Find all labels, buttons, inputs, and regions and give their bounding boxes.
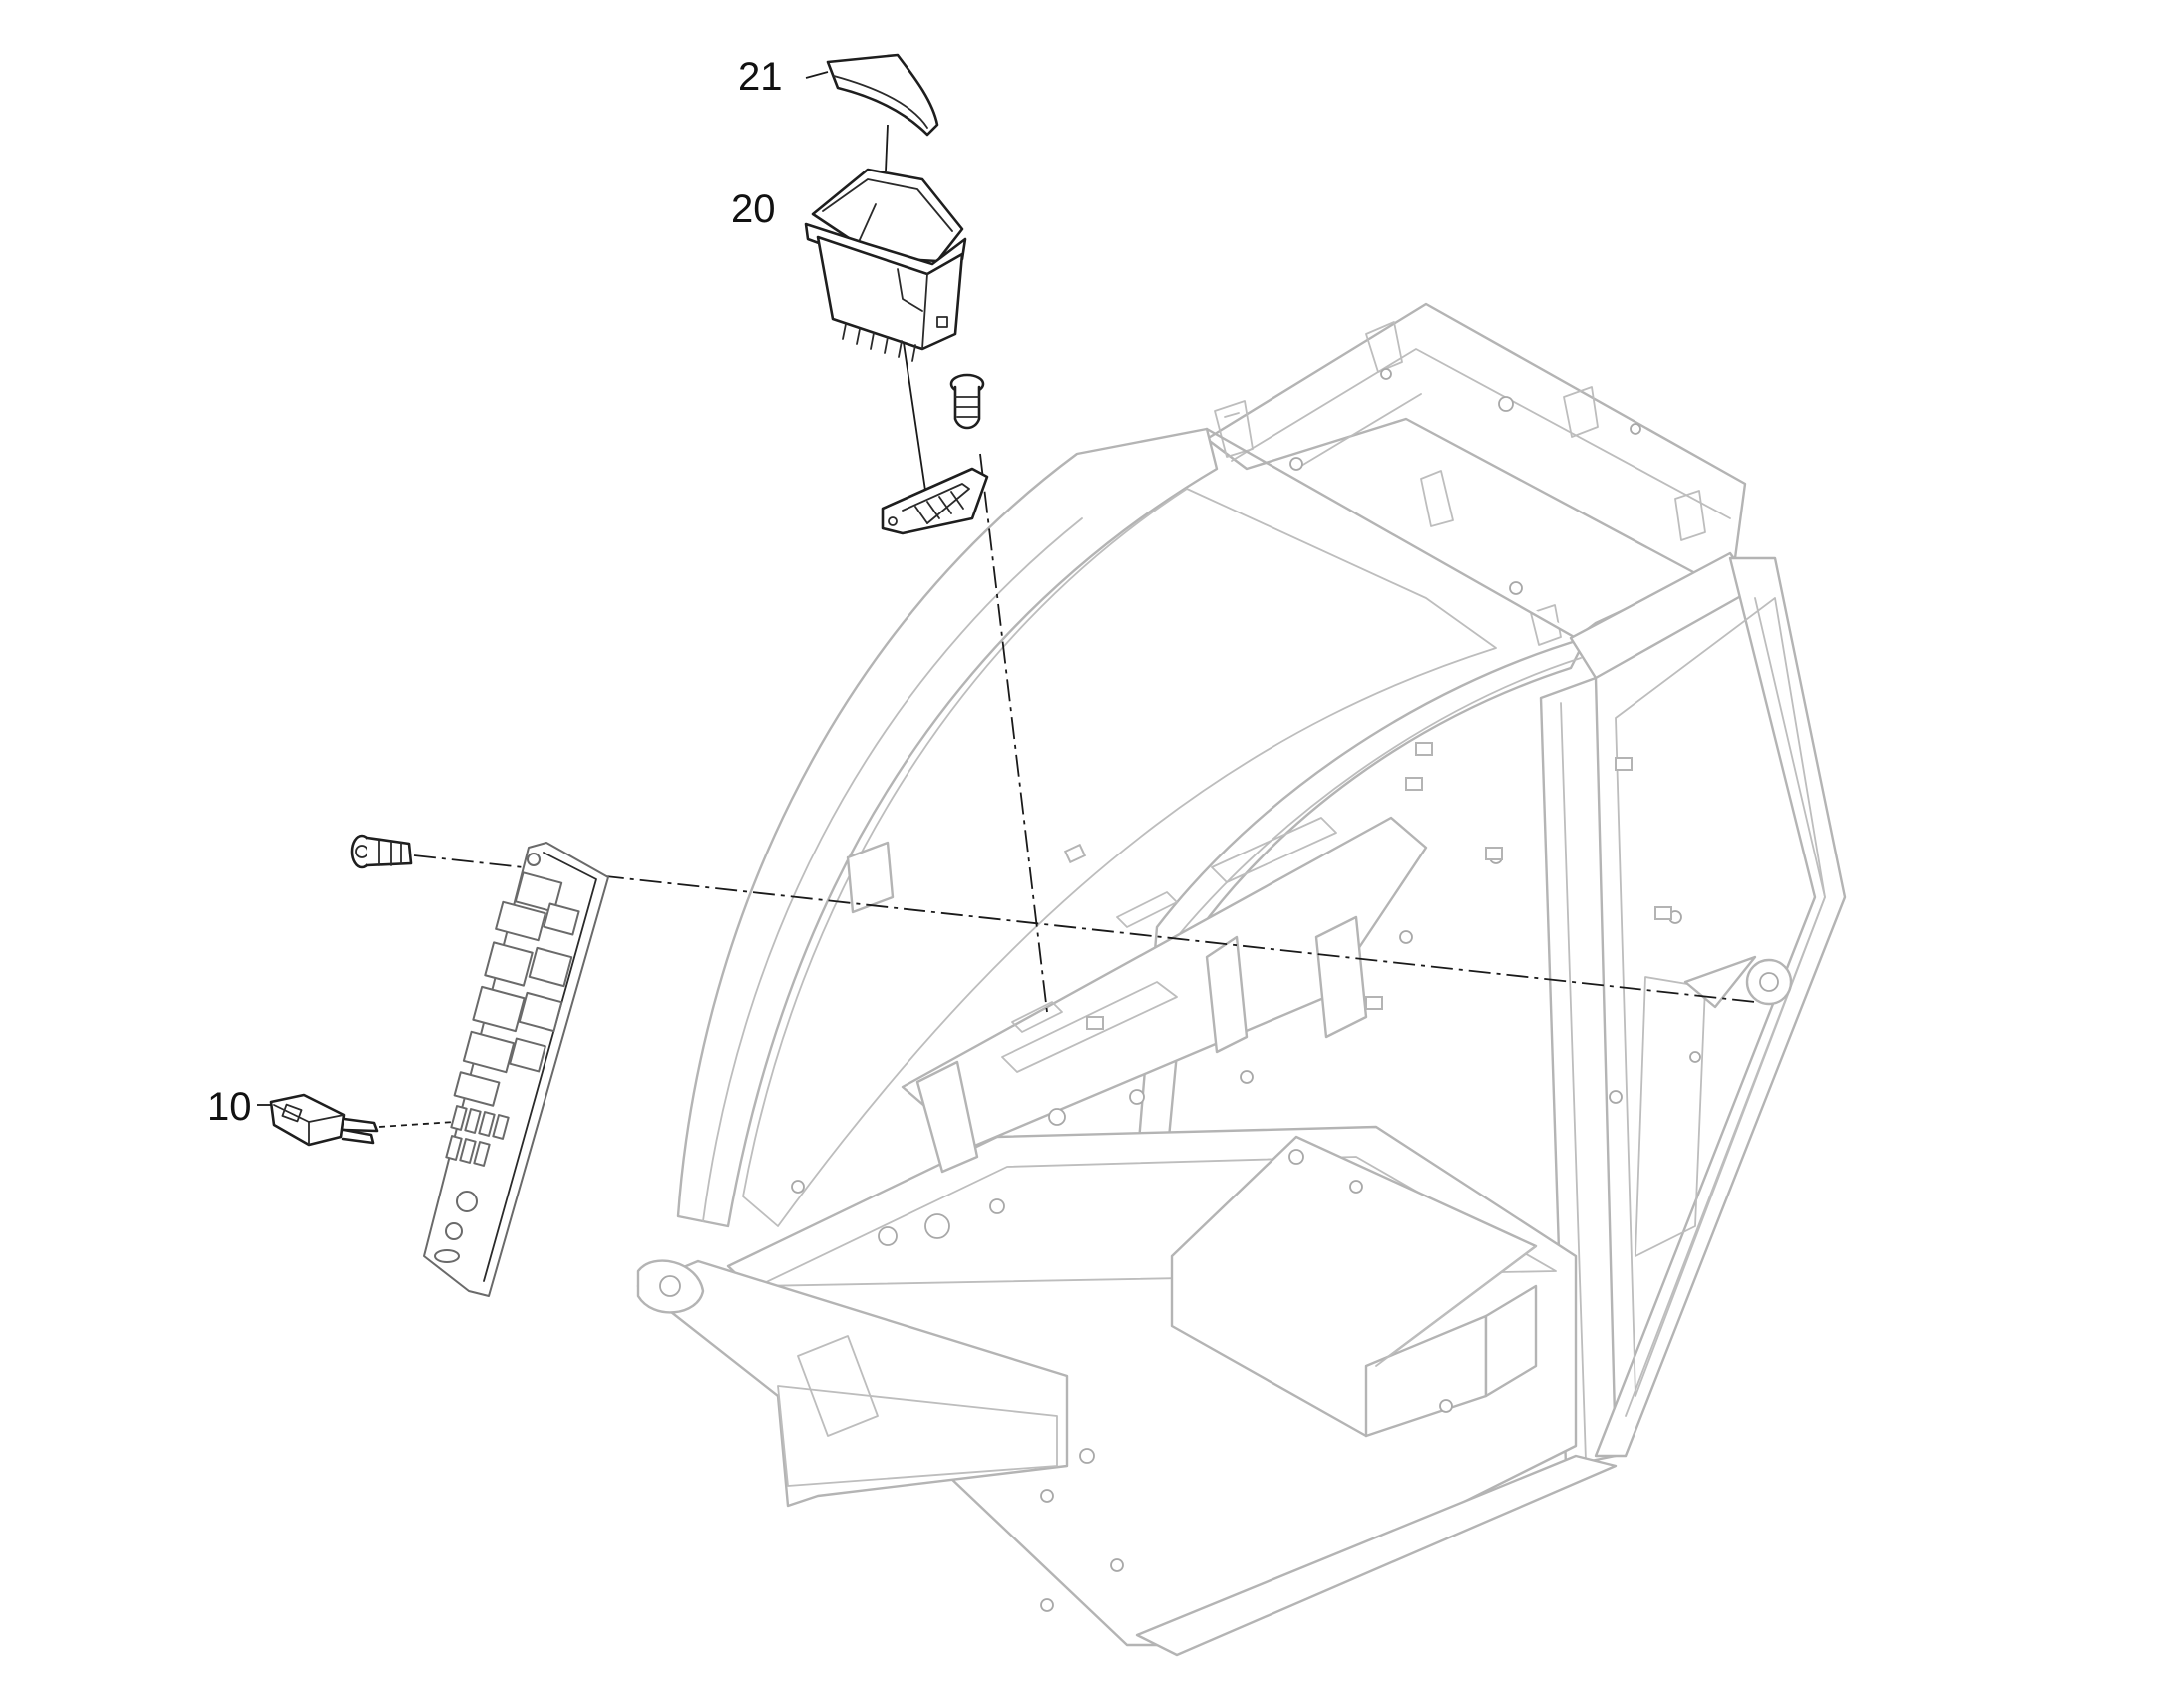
centerline-fuse-board-to-frame bbox=[413, 854, 1756, 1003]
callout-labels: 21 20 10 bbox=[207, 55, 783, 1129]
fuse-relay-board bbox=[423, 842, 609, 1297]
board-relays bbox=[453, 871, 580, 1107]
board-fuse-row bbox=[445, 1105, 510, 1167]
assembly-centerlines bbox=[378, 335, 1756, 1128]
switch-lens-cap bbox=[826, 53, 939, 137]
callout-20: 20 bbox=[731, 187, 776, 231]
front-lower-structure bbox=[636, 1259, 1069, 1508]
frame-holes bbox=[791, 368, 1701, 1612]
switch-terminals bbox=[842, 323, 916, 362]
part-20-rocker-switch bbox=[804, 168, 967, 362]
leader-switch-to-bezel bbox=[902, 335, 928, 505]
leader-21 bbox=[805, 71, 829, 79]
callout-10: 10 bbox=[207, 1085, 252, 1129]
fuse-board-bolt bbox=[350, 834, 413, 869]
roof-bracket-right bbox=[1674, 490, 1706, 541]
switch-mount-screw bbox=[949, 373, 985, 430]
rear-side-panel bbox=[1615, 597, 1826, 1397]
switch-mounting-plate bbox=[881, 467, 989, 535]
callout-21: 21 bbox=[738, 55, 783, 99]
windshield-arch-outer bbox=[676, 427, 1219, 1228]
leader-fuse-to-board bbox=[378, 1121, 455, 1128]
door-a-pillar bbox=[1110, 636, 1588, 1478]
roof-bracket-mid bbox=[1563, 386, 1599, 438]
cab-frame bbox=[636, 302, 1847, 1657]
frame-clips bbox=[1063, 742, 1672, 1030]
centerline-screw-to-console bbox=[979, 453, 1048, 1013]
part-21-switch-lens bbox=[805, 53, 939, 172]
roof-bracket-rear bbox=[1365, 321, 1403, 373]
windshield-opening bbox=[742, 488, 1497, 1227]
roof-bracket-left bbox=[1214, 400, 1254, 458]
fuse-body bbox=[269, 1093, 346, 1147]
cab-roof-panel bbox=[1205, 302, 1747, 575]
part-10-blade-fuse bbox=[257, 1093, 379, 1147]
rear-side-frame bbox=[1594, 556, 1847, 1458]
